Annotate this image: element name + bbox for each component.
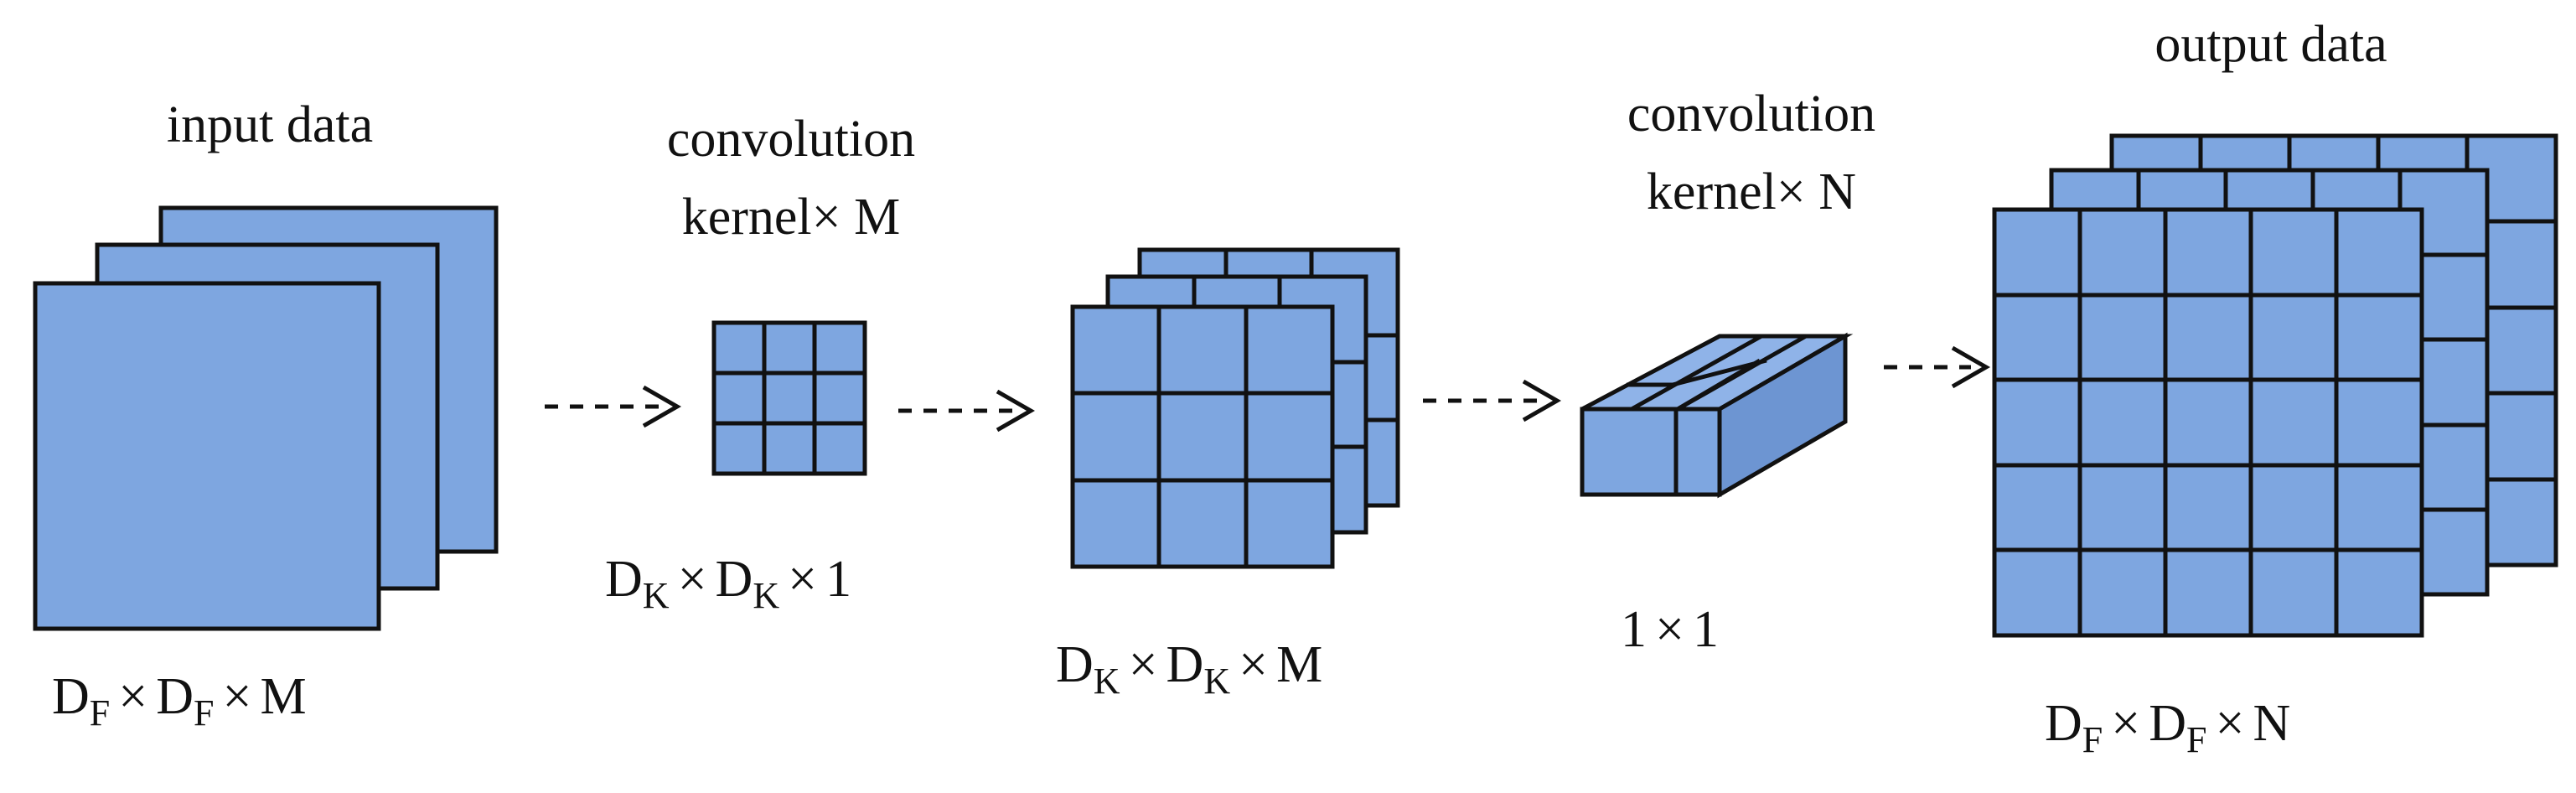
arrow-1 bbox=[545, 385, 682, 428]
output-dimension-label: DF×DF×N bbox=[2045, 695, 2291, 760]
depthwise-output-stack bbox=[1070, 247, 1400, 569]
depthwise-output-dimension-label: DK×DK×M bbox=[1056, 636, 1323, 702]
pointwise-title-line2: kernel× N bbox=[1646, 163, 1857, 220]
input-data-stack bbox=[33, 205, 499, 631]
input-layer-front bbox=[33, 281, 381, 631]
pointwise-kernel-cubes bbox=[1580, 332, 1854, 499]
cube-front bbox=[1580, 407, 1722, 497]
depthwise-title-line1: convolution bbox=[666, 111, 916, 168]
arrow-2 bbox=[898, 389, 1036, 433]
output-data-title: output data bbox=[2154, 16, 2387, 73]
arrow-4 bbox=[1884, 345, 1991, 389]
input-dimension-label: DF×DF×M bbox=[52, 668, 307, 733]
input-data-title: input data bbox=[166, 96, 374, 153]
depthwise-title-line2: kernel× M bbox=[681, 189, 901, 246]
depthwise-kernel-dimension-label: DK×DK×1 bbox=[605, 551, 852, 616]
dw-layer-front bbox=[1070, 304, 1335, 569]
output-layer-front bbox=[1992, 207, 2424, 638]
pointwise-title-line1: convolution bbox=[1627, 86, 1876, 143]
arrow-3 bbox=[1423, 379, 1562, 422]
depthwise-kernel bbox=[711, 320, 867, 476]
output-data-stack bbox=[1992, 133, 2558, 638]
pointwise-kernel-dimension-label: 1×1 bbox=[1621, 601, 1719, 658]
